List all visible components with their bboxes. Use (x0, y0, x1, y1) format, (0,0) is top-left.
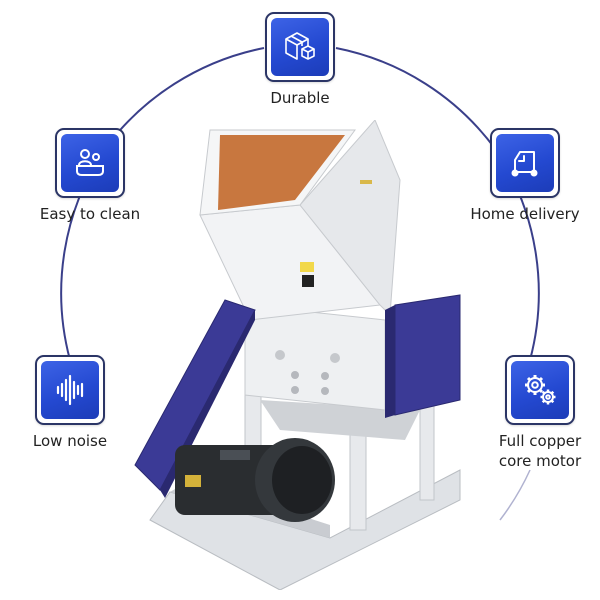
feature-label: Full copper core motor (499, 431, 581, 471)
durable-badge (265, 12, 335, 82)
feature-home-delivery: Home delivery (460, 128, 590, 224)
home-delivery-badge (490, 128, 560, 198)
low-noise-badge (35, 355, 105, 425)
gears-icon (525, 375, 556, 405)
feature-label-line2: core motor (498, 452, 582, 470)
delivery-truck-icon (511, 151, 538, 177)
full-copper-core-motor-badge (505, 355, 575, 425)
feature-durable: Durable (264, 12, 336, 108)
sound-wave-icon (56, 374, 84, 406)
feature-low-noise: Low noise (25, 355, 115, 451)
feature-label: Durable (270, 89, 330, 107)
feature-label: Home delivery (470, 205, 580, 223)
feature-label: Easy to clean (39, 205, 141, 223)
crusher-machine-image (134, 120, 461, 590)
box-package-icon (285, 32, 315, 60)
feature-label-line1: Full copper (498, 432, 582, 450)
feature-label: Low noise (32, 432, 108, 450)
feature-easy-to-clean: Easy to clean (30, 128, 150, 224)
bath-clean-icon (76, 149, 104, 176)
easy-to-clean-badge (55, 128, 125, 198)
feature-full-copper-core-motor: Full copper core motor (490, 355, 590, 471)
